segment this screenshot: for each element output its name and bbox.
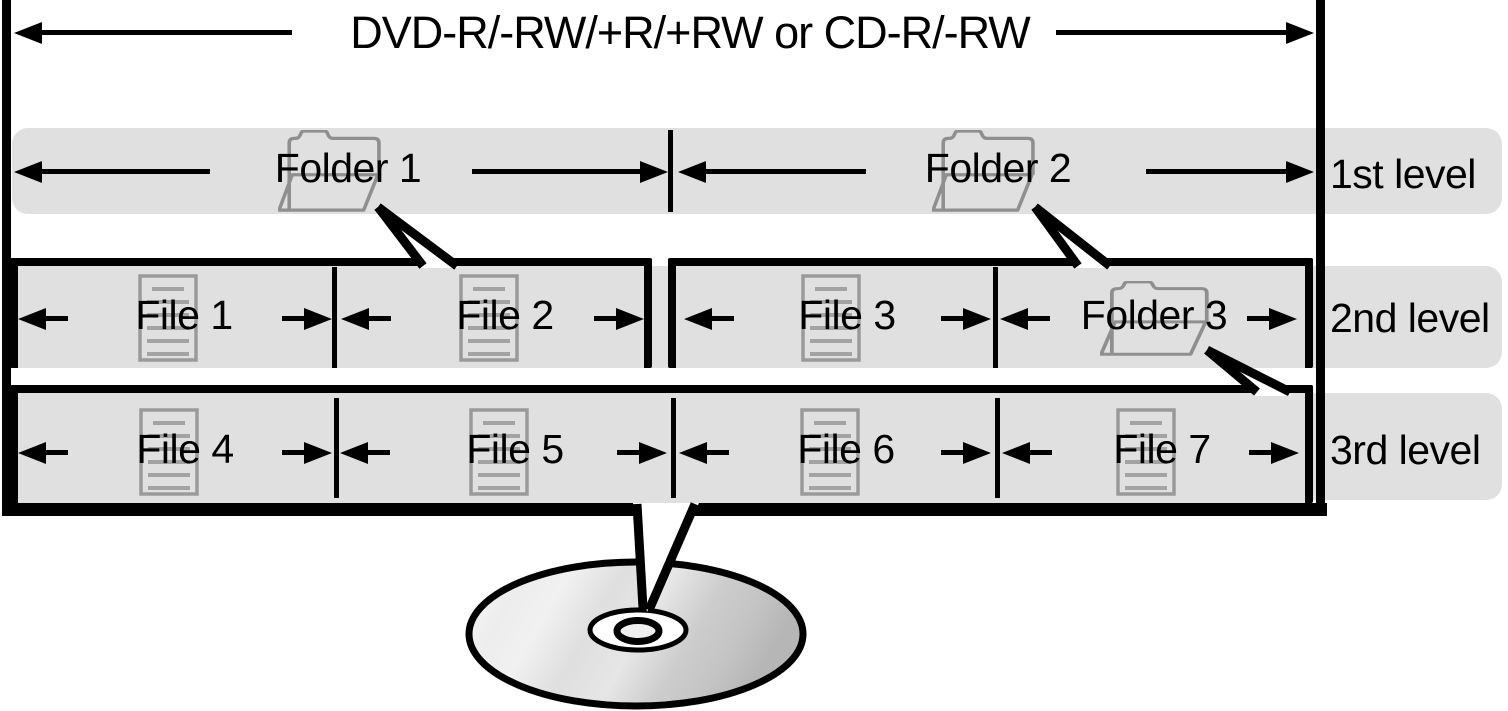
disc-type-title: DVD-R/-RW/+R/+RW or CD-R/-RW	[350, 7, 1031, 58]
arrow-left	[340, 441, 390, 464]
arrow-right	[1146, 160, 1314, 183]
item-label: Folder 2	[924, 145, 1072, 191]
title-arrow-right	[1056, 21, 1314, 44]
item-label: File 3	[798, 292, 896, 338]
arrow-left	[341, 307, 391, 330]
item-label: File 5	[466, 426, 564, 472]
level1-divider-tick	[668, 130, 673, 212]
item-label: File 4	[136, 426, 234, 472]
arrow-left	[18, 441, 68, 464]
level3-divider-tick	[334, 398, 339, 498]
arrow-right	[594, 307, 644, 330]
arrow-left	[679, 441, 729, 464]
arrow-right	[472, 160, 668, 183]
arrow-right	[282, 441, 332, 464]
item-label: File 7	[1113, 426, 1211, 472]
disc-icon	[465, 558, 807, 710]
arrow-right	[941, 307, 991, 330]
arrow-left	[1000, 307, 1050, 330]
arrow-right	[941, 441, 991, 464]
item-label: Folder 1	[274, 145, 422, 191]
arrow-right	[1249, 441, 1299, 464]
item-label: File 1	[135, 292, 233, 338]
arrow-left	[18, 307, 68, 330]
arrow-left	[684, 307, 734, 330]
level3-divider-tick	[995, 398, 1000, 498]
level3-label: 3rd level	[1330, 427, 1481, 473]
level2-box-left	[10, 258, 652, 368]
level3-divider-tick	[671, 398, 676, 498]
level2-label: 2nd level	[1330, 295, 1490, 341]
level2-divider-tick	[332, 267, 337, 368]
arrow-right	[617, 441, 667, 464]
item-label: File 6	[797, 426, 895, 472]
level2-divider-tick	[993, 267, 998, 368]
title-arrow-left	[14, 21, 292, 44]
arrow-left	[14, 160, 210, 183]
arrow-right	[1247, 307, 1297, 330]
item-label: File 2	[456, 292, 554, 338]
item-label: Folder 3	[1080, 292, 1228, 338]
arrow-right	[282, 307, 332, 330]
level1-label: 1st level	[1330, 151, 1476, 197]
disc-callout-wedge	[632, 502, 700, 612]
arrow-left	[678, 160, 866, 183]
arrow-left	[1002, 441, 1052, 464]
